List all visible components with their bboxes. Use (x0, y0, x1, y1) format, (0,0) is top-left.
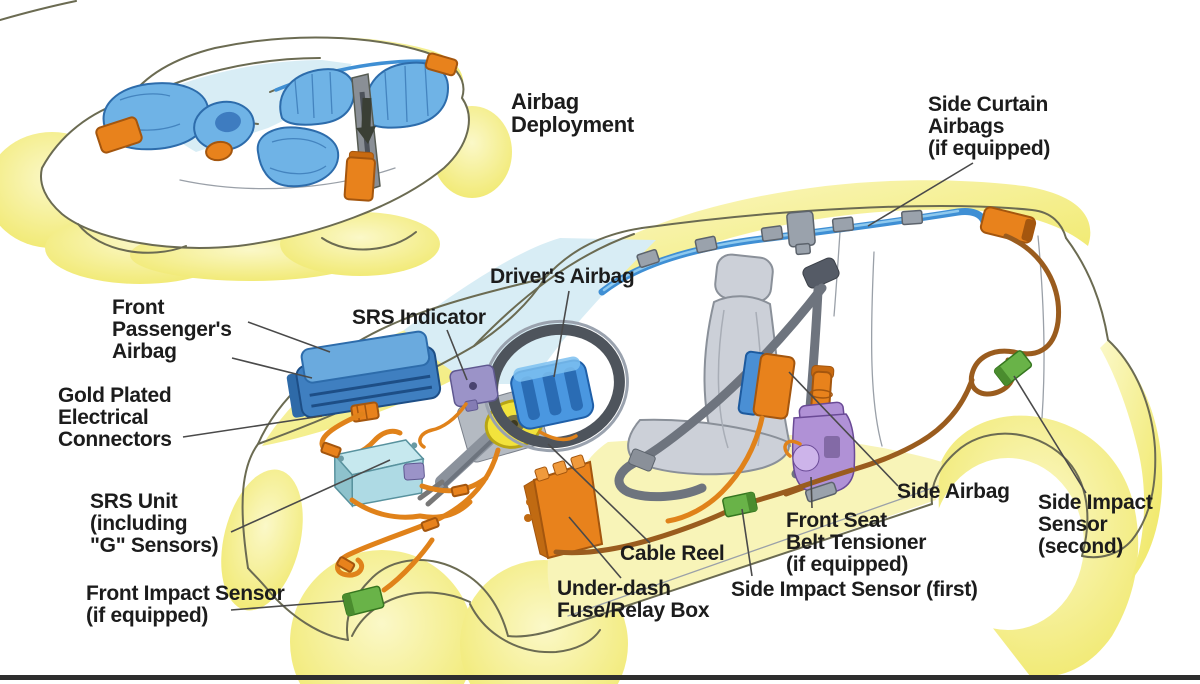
label-drivers-airbag: Driver's Airbag (490, 265, 635, 288)
driver-airbag-center (215, 111, 241, 133)
label-side-impact-sensor-first: Side Impact Sensor (first) (731, 578, 978, 601)
leader-under-dash (568, 516, 622, 579)
driver-airbag-module-icon (510, 356, 595, 430)
deployment-steering-hub (205, 140, 233, 162)
deployment-car-front-wheel-arch (77, 223, 187, 254)
main-outline-front-arch-right (461, 571, 561, 638)
label-srs-indicator: SRS Indicator (352, 306, 486, 329)
gold-connector-knot-4 (450, 483, 470, 498)
label-front-seat-belt-tensioner: Front Seat Belt Tensioner (if equipped) (786, 509, 927, 576)
main-outline-rear (1065, 237, 1157, 541)
leader-tensioner (810, 476, 813, 509)
leader-front-passenger-1 (247, 321, 331, 353)
passenger-airbag-module-icon (286, 330, 442, 419)
leader-cable-reel (547, 443, 651, 544)
curtain-front-crinkles (294, 71, 333, 119)
leader-front-passenger-2 (231, 357, 313, 379)
main-outline-hood-edge (257, 277, 546, 445)
leader-side-curtain (867, 162, 974, 227)
main-outline-roof (641, 205, 1067, 239)
srs-unit-wire-lower (349, 497, 473, 520)
side-airbag-wire (665, 415, 765, 524)
label-side-curtain-airbags: Side Curtain Airbags (if equipped) (928, 93, 1051, 160)
main-front-wheel-arch-line-1 (351, 591, 471, 637)
belt-buckle (628, 448, 656, 472)
deployment-arrow-head (356, 126, 376, 144)
main-front-wheel-arch-line-2 (469, 603, 601, 654)
leader-side-impact-second (1013, 375, 1087, 494)
gold-connector-knot-1 (320, 441, 342, 459)
label-front-impact-sensor: Front Impact Sensor (if equipped) (86, 582, 285, 627)
label-gold-plated-connectors: Gold Plated Electrical Connectors (58, 384, 172, 451)
label-srs-unit: SRS Unit (including "G" Sensors) (90, 490, 219, 557)
leader-srs-indicator (446, 329, 468, 381)
label-front-passengers-airbag: Front Passenger's Airbag (112, 296, 232, 363)
deployment-passenger-module (95, 116, 143, 154)
deployment-arrow-shaft (361, 97, 372, 129)
leader-side-airbag (788, 371, 899, 487)
gold-connector-knot-3 (420, 517, 440, 532)
label-cable-reel: Cable Reel (620, 542, 725, 565)
front-impact-sensor-icon (342, 585, 385, 617)
main-outline-rear-arch (930, 432, 1089, 557)
deployment-curtain-inflator (424, 52, 459, 77)
side-impact-sensor-second-icon (993, 350, 1033, 386)
main-outline-rear-bumper (1081, 539, 1133, 559)
gold-connector-knot-2 (336, 556, 356, 573)
srs-indicator-icon (449, 364, 499, 412)
leader-gold-plated (182, 415, 323, 438)
label-side-impact-sensor-second: Side Impact Sensor (second) (1038, 491, 1153, 558)
main-outline-rear-quarter (870, 251, 883, 447)
deployment-car-rear-wheel-arch (321, 231, 417, 251)
steering-assembly (417, 319, 629, 507)
seat-headrest (714, 253, 774, 303)
srs-unit-icon (333, 439, 425, 508)
bottom-border-line (0, 675, 1200, 680)
curtain-tube-brackets (636, 209, 924, 268)
main-car-front-wheel-glow-1 (290, 550, 474, 684)
under-dash-fuse-relay-box-icon (523, 454, 604, 560)
main-outline-rocker (559, 503, 933, 629)
leader-lines (182, 162, 1087, 611)
deployment-belt-tensioner (343, 150, 376, 202)
main-outline-front-bottom (247, 567, 349, 641)
leader-srs-unit (230, 459, 391, 533)
side-impact-sensor-first-icon (722, 491, 758, 518)
leader-front-impact (230, 600, 345, 611)
wiring-harness (320, 430, 855, 593)
label-under-dash-fuse-relay-box: Under-dash Fuse/Relay Box (557, 577, 710, 622)
belt-upper-anchor (802, 257, 840, 289)
main-car-windshield (404, 238, 656, 384)
side-airbag-crinkles (269, 137, 327, 175)
main-outline-front-arch (346, 559, 463, 641)
deployment-car-illustration (0, 36, 512, 284)
label-side-airbag: Side Airbag (897, 480, 1010, 503)
main-car-rear-wheel-opening (932, 458, 1084, 630)
main-outline-a-pillar (473, 233, 635, 347)
label-airbag-deployment: Airbag Deployment (511, 89, 634, 137)
srs-indicator-wire (418, 402, 468, 449)
curtain-rear-crinkles (384, 63, 429, 123)
main-outline-cowl (544, 227, 643, 279)
curtain-airbag-inflator (979, 206, 1037, 244)
deployed-side-airbag (256, 126, 340, 188)
corner-outline-stroke (0, 0, 77, 21)
leader-drivers-airbag (553, 290, 570, 378)
side-airbag-module-icon (737, 350, 796, 420)
leader-side-impact-first (741, 508, 753, 577)
main-outline-rocker-inner (567, 485, 939, 617)
main-car-illustration (221, 180, 1163, 684)
